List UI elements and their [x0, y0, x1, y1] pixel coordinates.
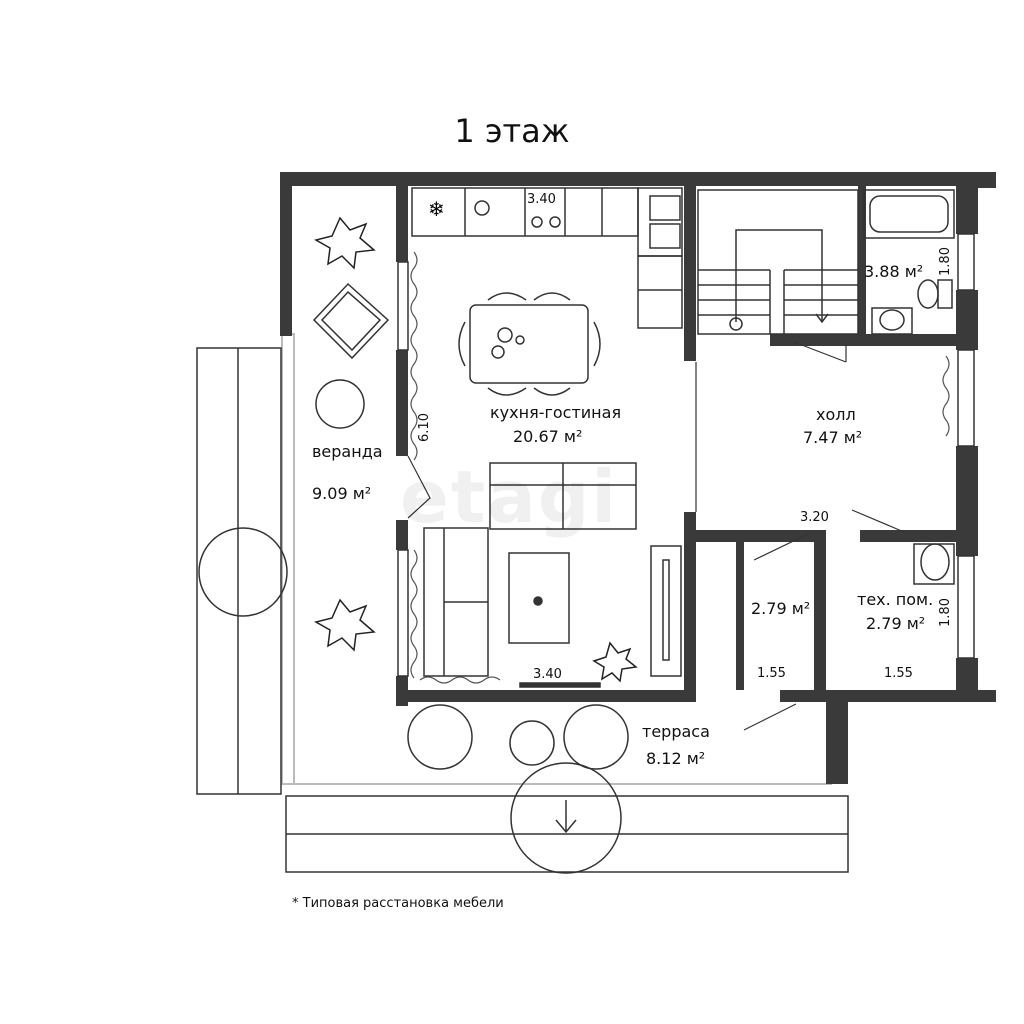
- dim-kitchen-top: 3.40: [527, 192, 556, 207]
- dim-bath-side: 1.80: [937, 247, 953, 276]
- dim-tech-side: 1.80: [937, 598, 953, 627]
- kitchen-counter: [411, 187, 683, 329]
- veranda-name: веранда: [312, 442, 383, 461]
- kitchen-living-name: кухня-гостиная: [490, 403, 622, 422]
- snowflake-icon: ❄: [428, 197, 445, 221]
- hall-name: холл: [816, 405, 856, 424]
- plant-icons: [314, 216, 638, 683]
- side-steps: [196, 347, 849, 874]
- veranda-furniture: [312, 282, 629, 770]
- veranda-area: 9.09 м²: [312, 484, 372, 503]
- kitchen-windows: [397, 233, 975, 677]
- curtains: [410, 251, 950, 684]
- page-title: 1 этаж: [454, 112, 570, 150]
- dim-kitchen-side: 6.10: [416, 413, 432, 442]
- kitchen-living-area: 20.67 м²: [513, 427, 583, 446]
- watermark: etagi: [400, 455, 619, 539]
- tech-room-area: 2.79 м²: [866, 614, 926, 633]
- storage-area: 2.79 м²: [751, 599, 811, 618]
- walls: [280, 172, 996, 784]
- dim-tech-width: 1.55: [884, 666, 913, 681]
- living-furniture: [423, 462, 682, 688]
- footnote: * Типовая расстановка мебели: [292, 896, 504, 911]
- door-swings: [407, 341, 905, 731]
- dining-table: [458, 292, 601, 396]
- dim-storage-width: 1.55: [757, 666, 786, 681]
- bathroom-area: 3.88 м²: [864, 262, 924, 281]
- tech-room-name: тех. пом.: [857, 590, 934, 609]
- bathroom-fixtures: [863, 189, 955, 585]
- dim-hall-width: 3.20: [800, 510, 829, 525]
- hall-area: 7.47 м²: [803, 428, 863, 447]
- terrace-area: 8.12 м²: [646, 749, 706, 768]
- staircase: [697, 189, 859, 335]
- terrace-name: терраса: [642, 722, 710, 741]
- dim-kitchen-bottom: 3.40: [533, 667, 562, 682]
